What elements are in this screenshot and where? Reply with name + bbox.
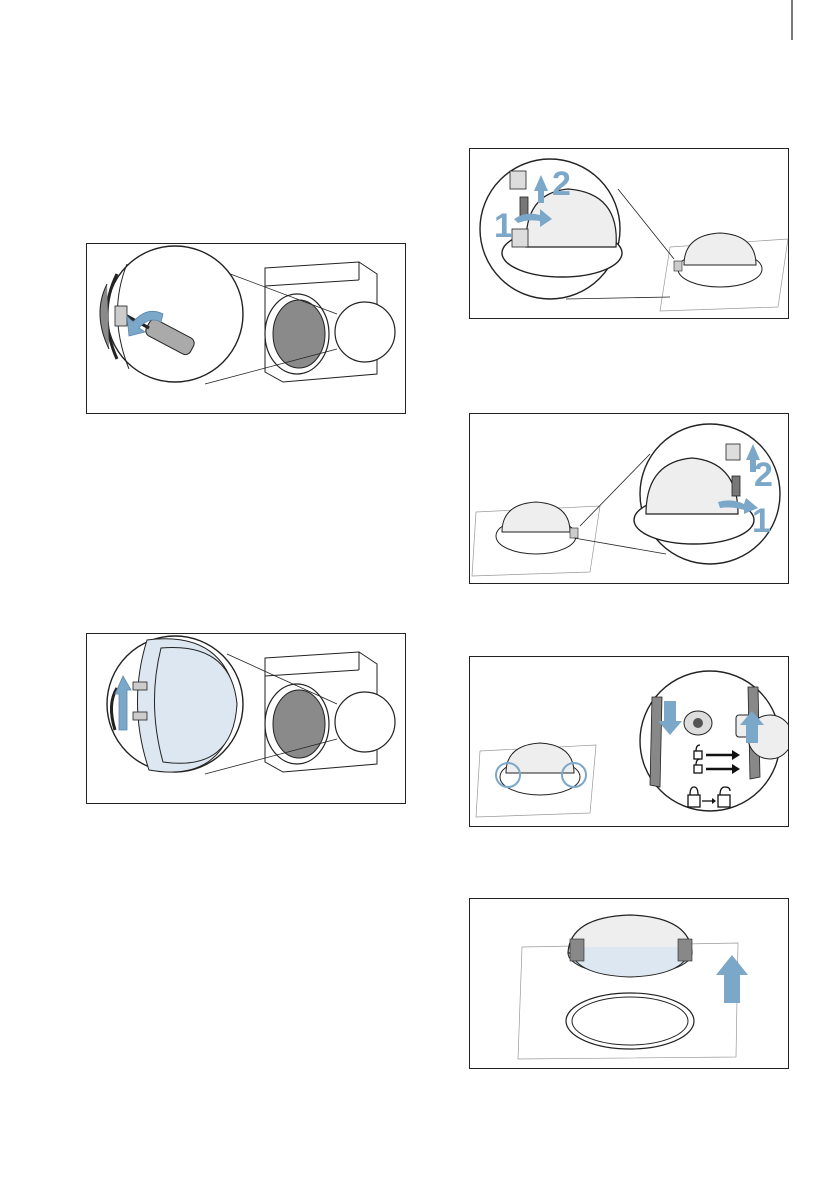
figure-release-locks — [469, 656, 789, 827]
figure-lift-door-off — [86, 633, 406, 804]
step-label-2: 2 — [754, 456, 773, 494]
detail-magnified — [107, 636, 243, 772]
figure-lift-frame — [469, 898, 789, 1069]
detail-magnified — [640, 671, 789, 811]
step-label-2: 2 — [552, 165, 571, 203]
detail-magnified — [634, 424, 780, 564]
door-illustration — [660, 233, 788, 311]
figure-remove-hinge-screw — [86, 243, 406, 414]
step-label-1: 1 — [752, 502, 771, 540]
figure-remove-hinge-right: 2 1 — [469, 413, 789, 584]
detail-magnified — [100, 246, 243, 382]
step-label-1: 1 — [494, 207, 513, 245]
door-illustration — [476, 743, 596, 817]
detail-callout-small — [335, 302, 395, 362]
detail-callout-small — [335, 692, 395, 752]
door-illustration — [518, 915, 738, 1059]
figure-remove-hinge-left: 1 2 — [469, 148, 789, 319]
